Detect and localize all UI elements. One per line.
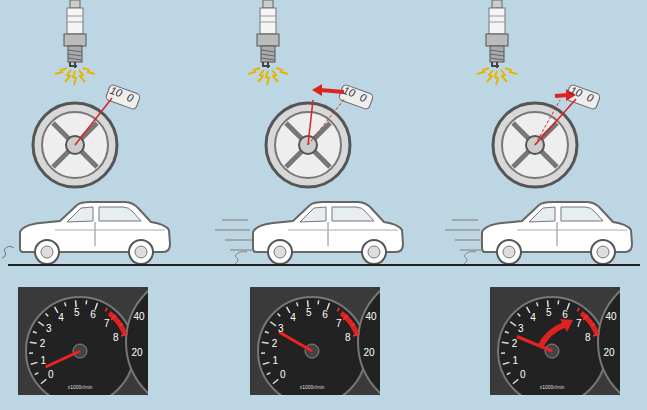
tick-mark [502,342,509,343]
speed-number: 20 [131,348,142,358]
rpm-number: 7 [104,319,110,329]
rpm-number: 8 [113,333,119,343]
tick-mark [343,315,348,320]
rpm-number: 2 [512,339,518,349]
rpm-number: 1 [273,356,279,366]
tick-mark [353,334,360,336]
tick-mark [35,373,39,375]
tick-mark [317,300,319,304]
tick-mark [95,303,97,310]
rpm-unit: x1000r/min [68,385,93,390]
rpm-number: 3 [46,324,52,334]
tick-mark [505,331,509,333]
tick-mark [577,308,579,311]
tick-mark [307,300,309,307]
tick-mark [593,334,600,336]
speed-number: 20 [603,348,614,358]
tick-mark [261,352,265,354]
tick-mark [105,308,107,311]
tick-mark [547,300,549,307]
tick-mark [527,307,531,313]
rpm-number: 2 [40,339,46,349]
speed-number: 40 [365,312,376,322]
tick-mark [265,331,269,333]
rpm-number: 3 [518,324,524,334]
tick-mark [46,313,49,316]
tick-mark [327,303,329,310]
tick-mark [263,362,270,364]
tick-mark [30,342,37,343]
tick-mark [510,322,516,326]
tick-mark [352,324,355,326]
tick-mark [507,373,511,375]
rpm-number: 1 [513,356,519,366]
rpm-number: 8 [345,333,351,343]
tick-mark [518,313,521,316]
rpm-number: 4 [530,313,536,323]
tick-mark [273,379,278,383]
rpm-number: 5 [74,308,80,318]
tick-mark [537,302,538,306]
rpm-number: 6 [90,310,96,320]
rpm-number: 8 [585,333,591,343]
rpm-number: 4 [58,313,64,323]
tick-mark [111,315,116,320]
tick-mark [583,315,588,320]
tick-mark [267,373,271,375]
rpm-unit: x1000r/min [540,385,565,390]
tick-mark [297,302,298,306]
tick-mark [503,362,510,364]
rpm-number: 0 [48,370,54,380]
rpm-number: 0 [520,370,526,380]
tick-mark [120,324,123,326]
rpm-number: 1 [41,356,47,366]
speed-number: 40 [133,312,144,322]
rpm-number: 6 [322,310,328,320]
tick-mark [121,334,128,336]
rpm-number: 5 [546,308,552,318]
tick-mark [592,324,595,326]
speed-number: 20 [363,348,374,358]
rpm-unit: x1000r/min [300,385,325,390]
tick-mark [262,342,269,343]
rpm-number: 5 [306,308,312,318]
tick-mark [278,313,281,316]
rpm-number: 7 [336,319,342,329]
tick-mark [33,331,37,333]
rpm-number: 0 [280,370,286,380]
tick-mark [567,303,569,310]
tick-mark [337,308,339,311]
tick-mark [513,379,518,383]
tick-mark [41,379,46,383]
tick-mark [65,302,66,306]
rpm-number: 7 [576,319,582,329]
rpm-number: 3 [278,324,284,334]
rpm-number: 2 [272,339,278,349]
tick-mark [501,352,505,354]
tick-mark [270,322,276,326]
tick-mark [29,352,33,354]
tick-mark [85,300,87,304]
tick-mark [75,300,77,307]
tick-mark [38,322,44,326]
rpm-number: 6 [562,310,568,320]
tick-mark [31,362,38,364]
speed-number: 40 [605,312,616,322]
tick-mark [557,300,559,304]
tick-mark [55,307,59,313]
rpm-number: 4 [290,313,296,323]
tick-mark [287,307,291,313]
